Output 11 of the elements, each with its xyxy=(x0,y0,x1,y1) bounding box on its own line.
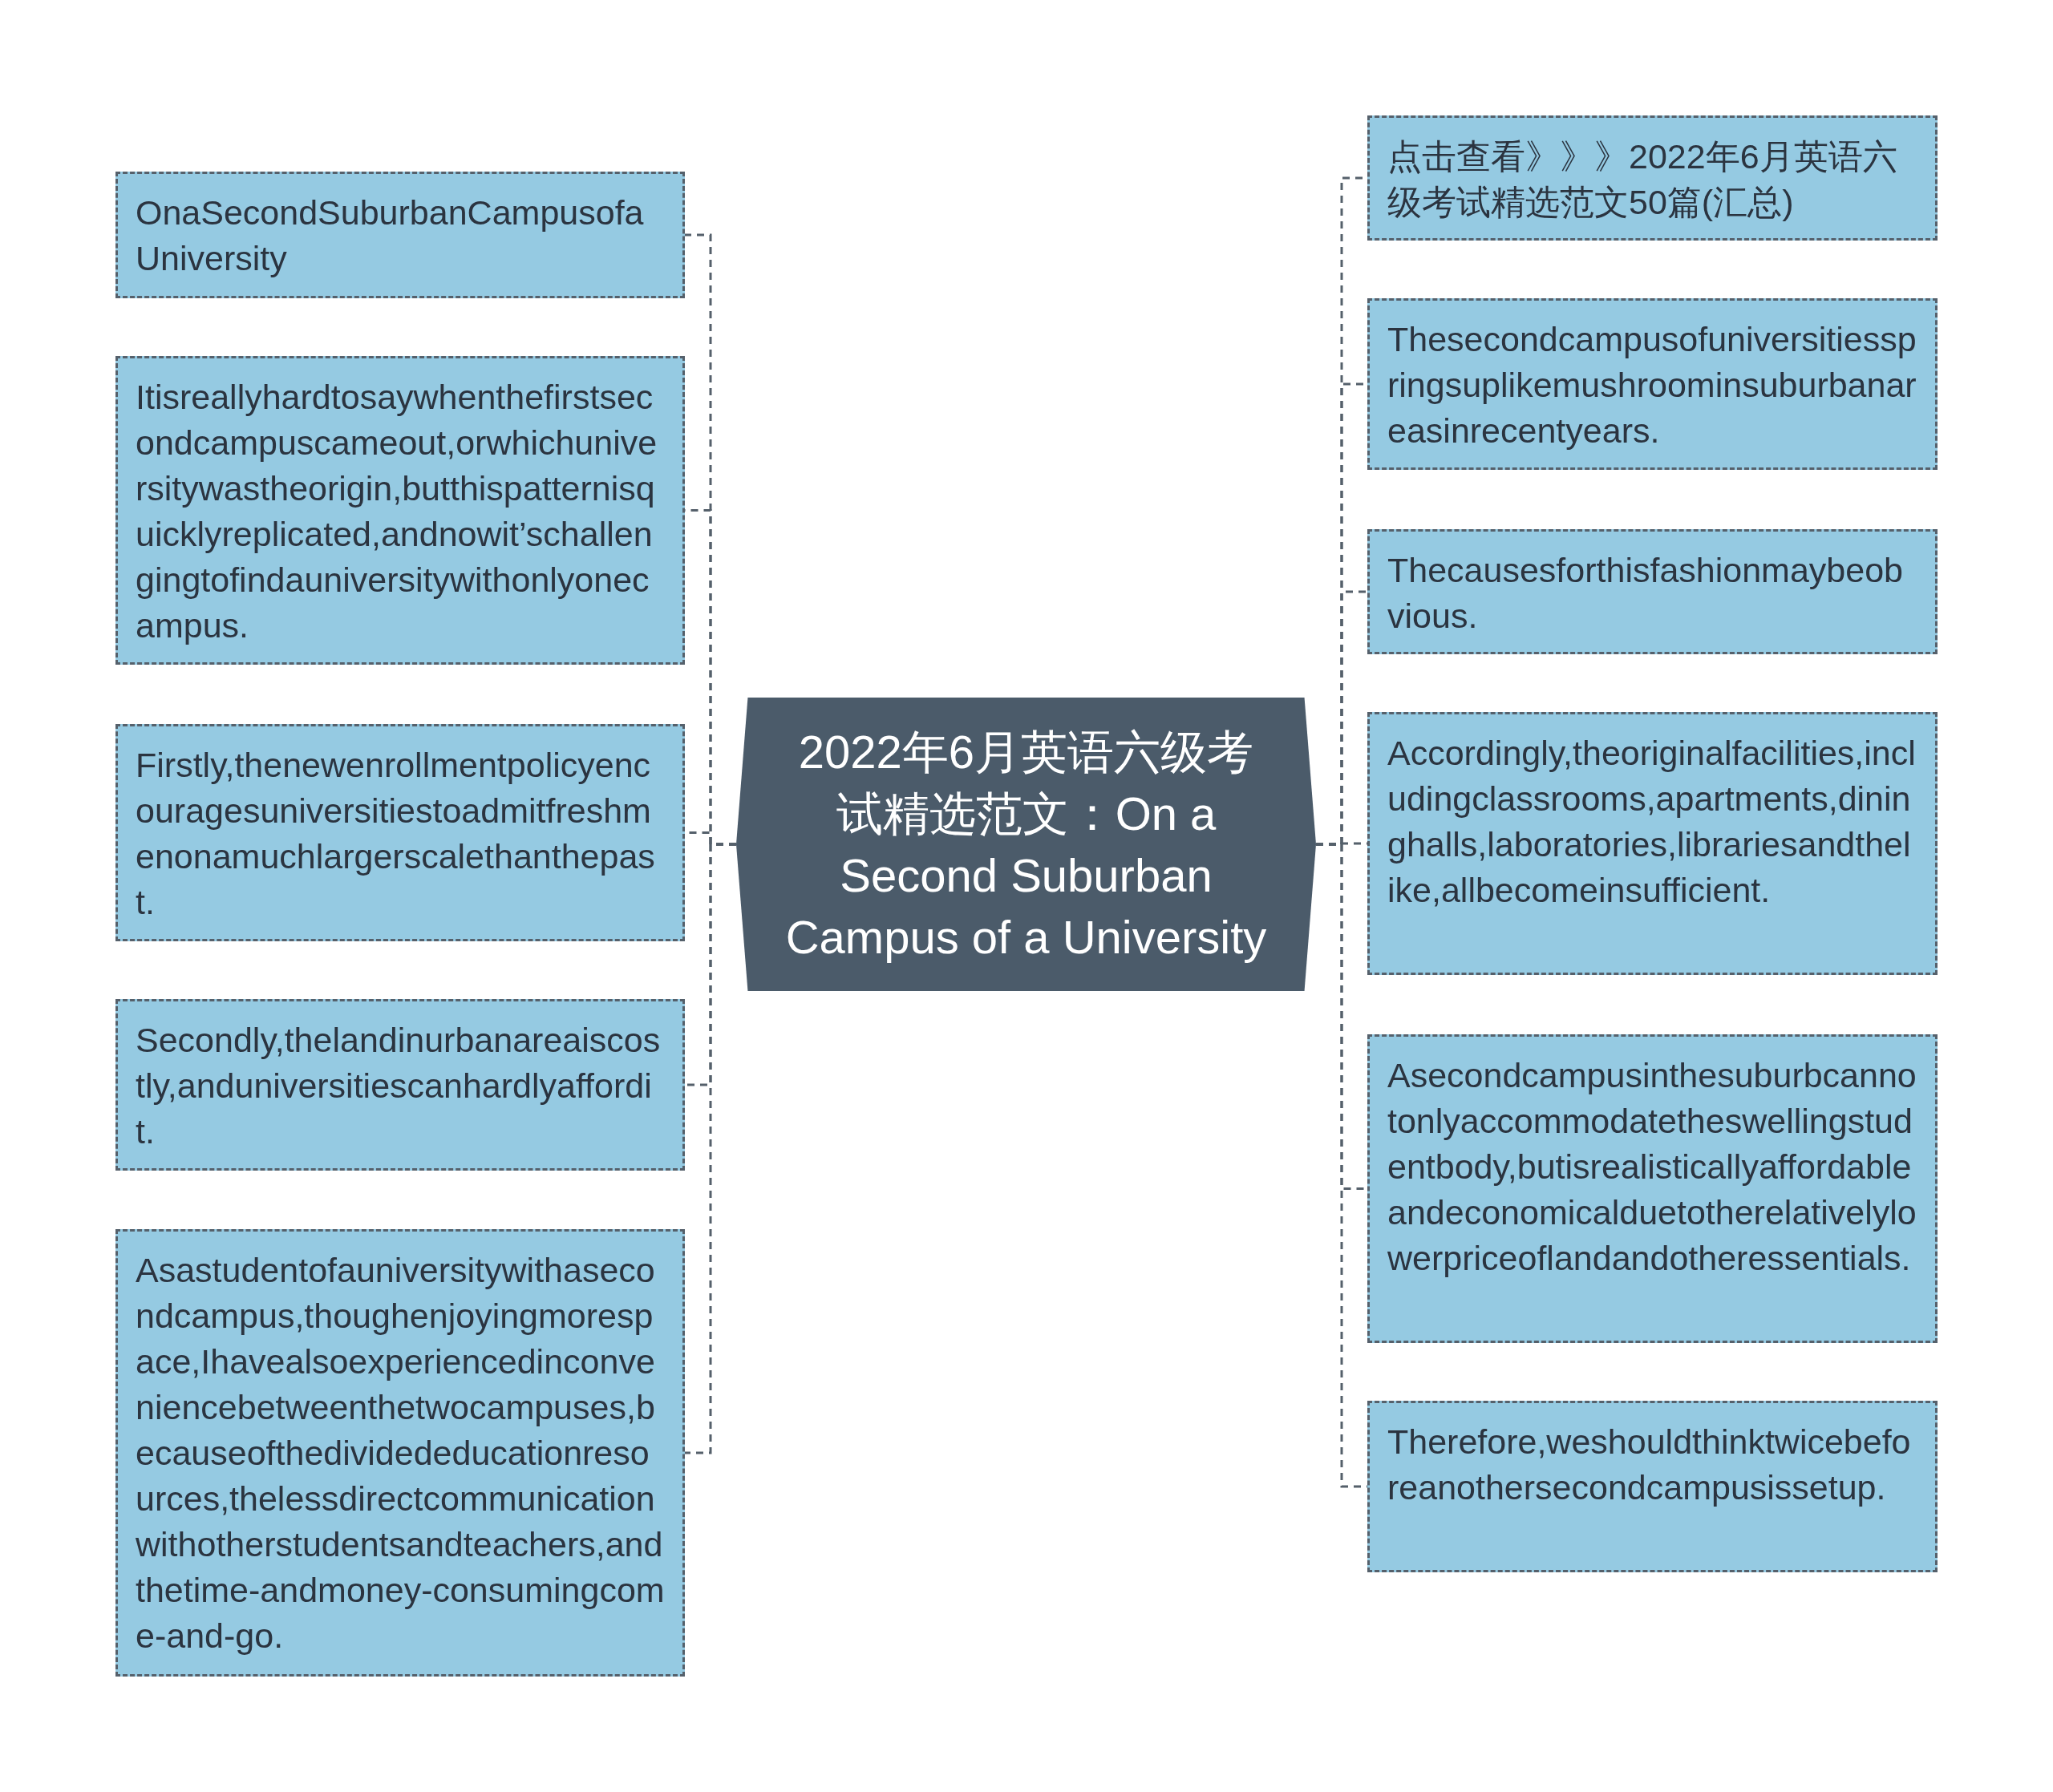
text-box: Itisreallyhardtosaywhenthefirstsecondcampuscameout,orwhichuniversitywastheorigin,butthispatternisquicklyreplicated,andnowit’schallengingtofindauniversitywithonlyonecampus. xyxy=(115,356,685,665)
text-box: Accordingly,theoriginalfacilities,includingclassrooms,apartments,dininghalls,laboratories,librariesandthelike,allbecomeinsufficient. xyxy=(1367,712,1938,975)
text-box: Therefore,weshouldthinktwicebeforeanothersecondcampusissetup. xyxy=(1367,1401,1938,1572)
text-box: Asecondcampusinthesuburbcannotonlyaccommodatetheswellingstudentbody,butisrealisticallyaffordableandeconomicalduetotherelativelylowerpriceoflandandotheressentials. xyxy=(1367,1034,1938,1343)
text-box: Asastudentofauniversitywithasecondcampus,thoughenjoyingmorespace,Ihavealsoexperiencedinconveniencebetweenthetwocampuses,becauseofthedividededucationresources,thelessdirectcommunicationwithotherstudentsandteachers,andthetime-andmoney-consumingcome-and-go. xyxy=(115,1229,685,1677)
text-box: Firstly,thenewenrollmentpolicyencouragesuniversitiestoadmitfreshmenonamuchlargerscalethanthepast. xyxy=(115,724,685,941)
text-box: Thesecondcampusofuniversitiesspringsuplikemushroominsuburbanareasinrecentyears. xyxy=(1367,298,1938,470)
text-box: 点击查看》》》2022年6月英语六级考试精选范文50篇(汇总) xyxy=(1367,115,1938,241)
text-box: Secondly,thelandinurbanareaiscostly,anduniversitiescanhardlyaffordit. xyxy=(115,999,685,1171)
text-box: OnaSecondSuburbanCampusofaUniversity xyxy=(115,172,685,298)
text-box: Thecausesforthisfashionmaybeobvious. xyxy=(1367,529,1938,654)
